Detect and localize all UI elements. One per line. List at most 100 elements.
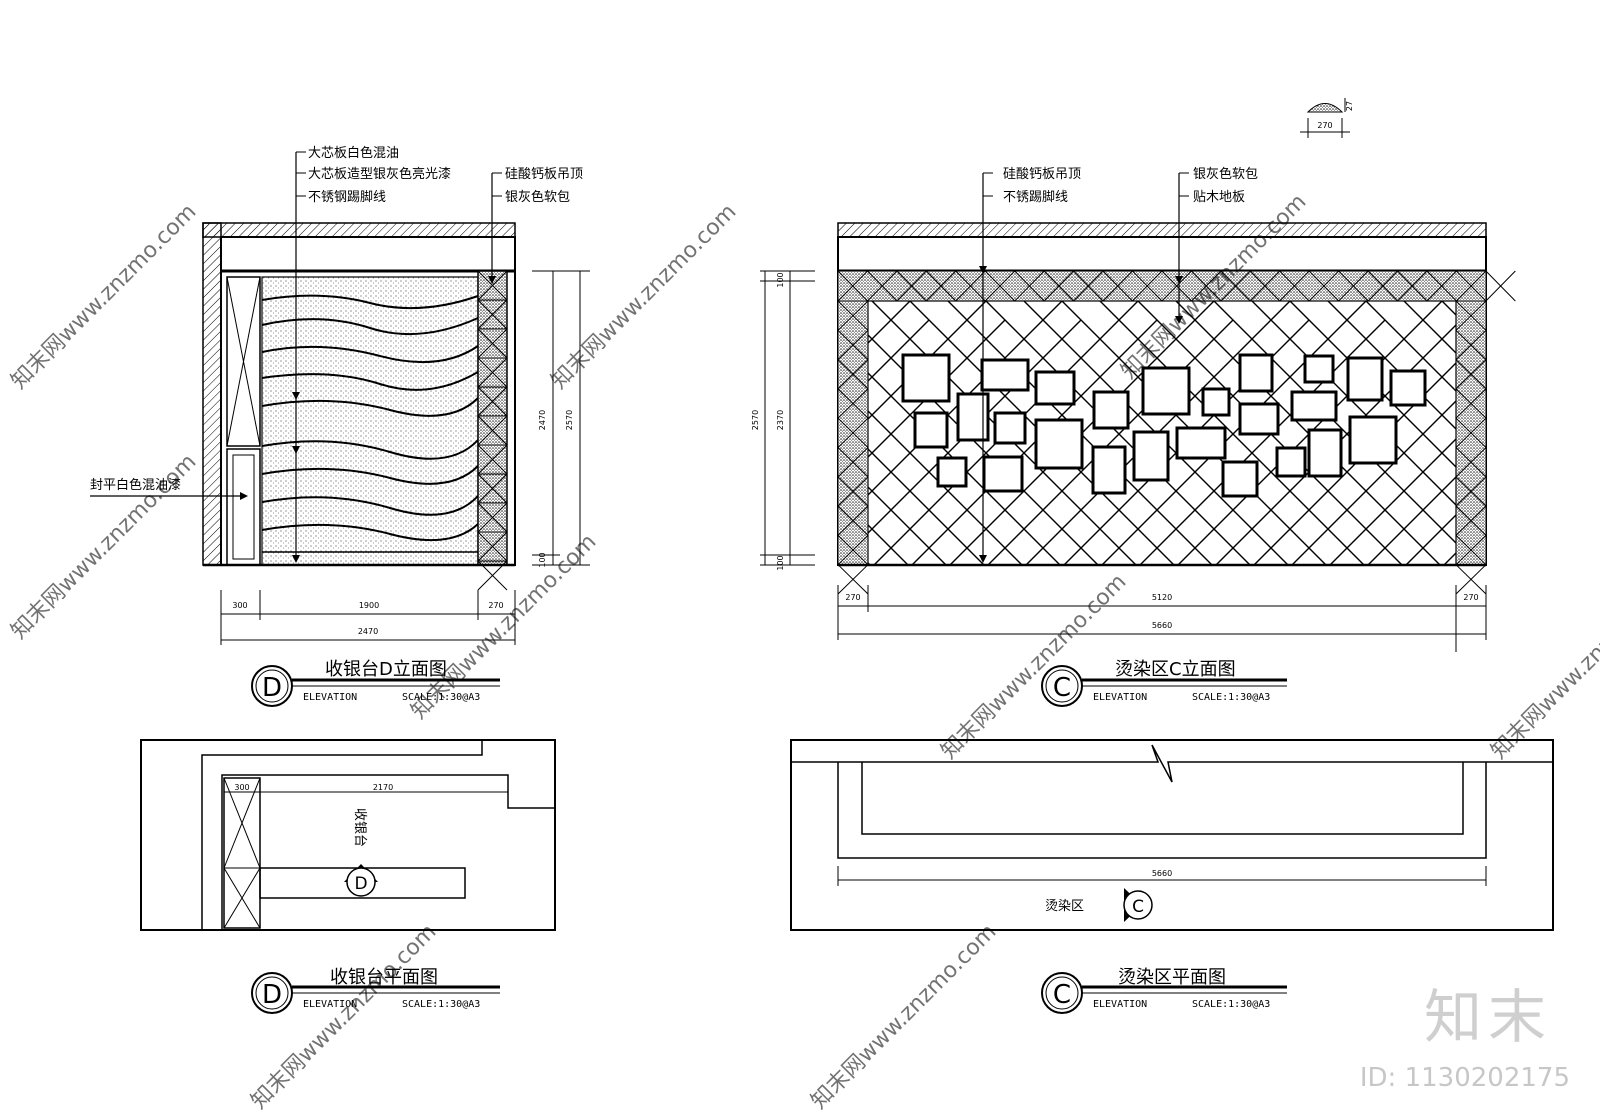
detail-snippet: 270 27 — [1300, 98, 1354, 138]
scale-label: SCALE:1:30@A3 — [1192, 999, 1270, 1010]
scale-label: SCALE:1:30@A3 — [402, 999, 480, 1010]
dimension-right: 2470 2570 100 — [532, 270, 590, 568]
elevation-d: 大芯板白色混油 大芯板造型银灰色亮光漆 不锈钢踢脚线 硅酸钙板吊顶 银灰色软包 … — [90, 145, 590, 707]
elevation-label: ELEVATION — [303, 692, 357, 703]
ceiling-slab-section — [202, 222, 516, 238]
picture-frame — [1275, 446, 1307, 478]
drawing-title: 烫染区C立面图 — [1115, 659, 1236, 680]
note-label: 贴木地板 — [1193, 190, 1245, 205]
view-marker — [346, 867, 376, 897]
brand-watermark: 知末 — [1423, 983, 1552, 1051]
title-block: C 烫染区平面图 ELEVATION SCALE:1:30@A3 — [1041, 967, 1287, 1014]
dimension-text: 100 — [776, 272, 785, 287]
dimension-text: 270 — [845, 593, 860, 602]
scale-label: SCALE:1:30@A3 — [1192, 692, 1270, 703]
area-label: 烫染区 — [1045, 899, 1084, 914]
elevation-label: ELEVATION — [1093, 692, 1147, 703]
note-label: 不锈钢踢脚线 — [308, 189, 386, 205]
note-label: 银灰色软包 — [1193, 166, 1258, 182]
watermark-text: 知末网www.znzmo.com — [247, 919, 442, 1114]
dimension-text: 270 — [1317, 121, 1332, 130]
drawing-title: 收银台D立面图 — [325, 659, 447, 680]
section-letter: C — [1053, 673, 1071, 703]
picture-frame — [982, 455, 1024, 493]
dimension-text: 5120 — [1152, 593, 1172, 602]
note-label: 银灰色软包 — [505, 189, 570, 205]
picture-frame — [1307, 428, 1343, 478]
scale-label: SCALE:1:30@A3 — [402, 692, 480, 703]
view-marker-letter: C — [1132, 897, 1144, 917]
dimension-text: 27 — [1345, 101, 1354, 111]
dimension-text: 300 — [234, 783, 249, 792]
picture-frame — [1389, 369, 1427, 407]
dimension-text: 100 — [538, 552, 547, 567]
dimension-text: 300 — [232, 601, 247, 610]
plan-d: 300 2170 收银台 D D 收银台平面图 ELEVATION SCALE:… — [140, 739, 556, 1014]
watermark-text: 知末网www.znzmo.com — [807, 919, 1002, 1114]
plan-c: 5660 烫染区 C C 烫染区平面图 ELEVATION SCALE:1:30… — [790, 739, 1554, 1014]
picture-frame — [936, 456, 968, 488]
note-label: 硅酸钙板吊顶 — [505, 167, 583, 182]
dimension-text: 2370 — [776, 410, 785, 430]
dimension-text: 2570 — [565, 410, 574, 430]
picture-frame — [1034, 418, 1084, 470]
title-block: C 烫染区C立面图 ELEVATION SCALE:1:30@A3 — [1041, 659, 1287, 707]
ceiling-slab-section — [837, 222, 1487, 238]
dimension-text: 2470 — [538, 410, 547, 430]
left-wall-section — [202, 222, 222, 566]
watermark-text: 知末网www.znzmo.com — [547, 199, 742, 394]
view-marker — [1123, 890, 1153, 920]
picture-frame — [1091, 445, 1127, 495]
wave-panel — [261, 276, 479, 566]
dimension-text: 270 — [488, 601, 503, 610]
elevation-c: 硅酸钙板吊顶 不锈踢脚线 银灰色软包 贴木地板 270 5120 270 566… — [751, 166, 1516, 707]
picture-frame — [901, 353, 951, 403]
picture-frame — [993, 411, 1027, 445]
picture-frame — [1290, 390, 1338, 422]
section-letter: D — [262, 980, 282, 1010]
asset-id: ID: 1130202175 — [1359, 1063, 1570, 1093]
note-label: 大芯板造型银灰色亮光漆 — [308, 166, 451, 182]
watermark-text: 知末网www.znzmo.com — [937, 569, 1132, 764]
watermark-text: 知末网www.znzmo.com — [7, 199, 202, 394]
soft-panel-column — [477, 270, 508, 591]
picture-frame — [1141, 366, 1191, 416]
picture-frame — [1303, 354, 1335, 384]
elevation-label: ELEVATION — [1093, 999, 1147, 1010]
picture-frame — [980, 358, 1030, 392]
note-label: 大芯板白色混油 — [308, 145, 399, 161]
dimension-left: 2570 2370 100 100 — [751, 270, 815, 571]
picture-frame — [1132, 430, 1170, 482]
note-label: 硅酸钙板吊顶 — [1003, 167, 1081, 182]
note-label: 不锈踢脚线 — [1003, 189, 1068, 205]
picture-frame — [1346, 356, 1384, 402]
dimension-text: 2570 — [751, 410, 760, 430]
cabinet-plan — [223, 777, 261, 929]
dimension-text: 5660 — [1152, 621, 1172, 630]
break-line — [791, 744, 1553, 783]
picture-frame — [1092, 390, 1130, 430]
soft-panel-border — [837, 270, 1516, 595]
note-label: 封平白色混油漆 — [90, 477, 181, 493]
dimension-text: 2170 — [373, 783, 393, 792]
section-letter: C — [1053, 980, 1071, 1010]
picture-frame — [1201, 387, 1231, 417]
view-marker-letter: D — [354, 874, 367, 894]
title-block: D 收银台平面图 ELEVATION SCALE:1:30@A3 — [251, 967, 500, 1014]
dimension-text: 1900 — [359, 601, 379, 610]
picture-frame — [1238, 353, 1274, 393]
picture-frame — [1034, 370, 1076, 406]
picture-frame — [1175, 426, 1227, 460]
counter-label: 收银台 — [352, 808, 367, 847]
dimension-text: 5660 — [1152, 869, 1172, 878]
elevation-label: ELEVATION — [303, 999, 357, 1010]
title-block: D 收银台D立面图 ELEVATION SCALE:1:30@A3 — [251, 659, 500, 707]
dimension-text: 2470 — [358, 627, 378, 636]
dimension-bottom: 300 1900 270 2470 — [220, 590, 516, 645]
watermark-text: 知末网www.znzmo.com — [1487, 569, 1600, 764]
picture-frame — [913, 411, 949, 449]
herringbone-wall — [867, 300, 1457, 566]
picture-frame — [1221, 460, 1259, 498]
picture-frames — [901, 353, 1427, 498]
